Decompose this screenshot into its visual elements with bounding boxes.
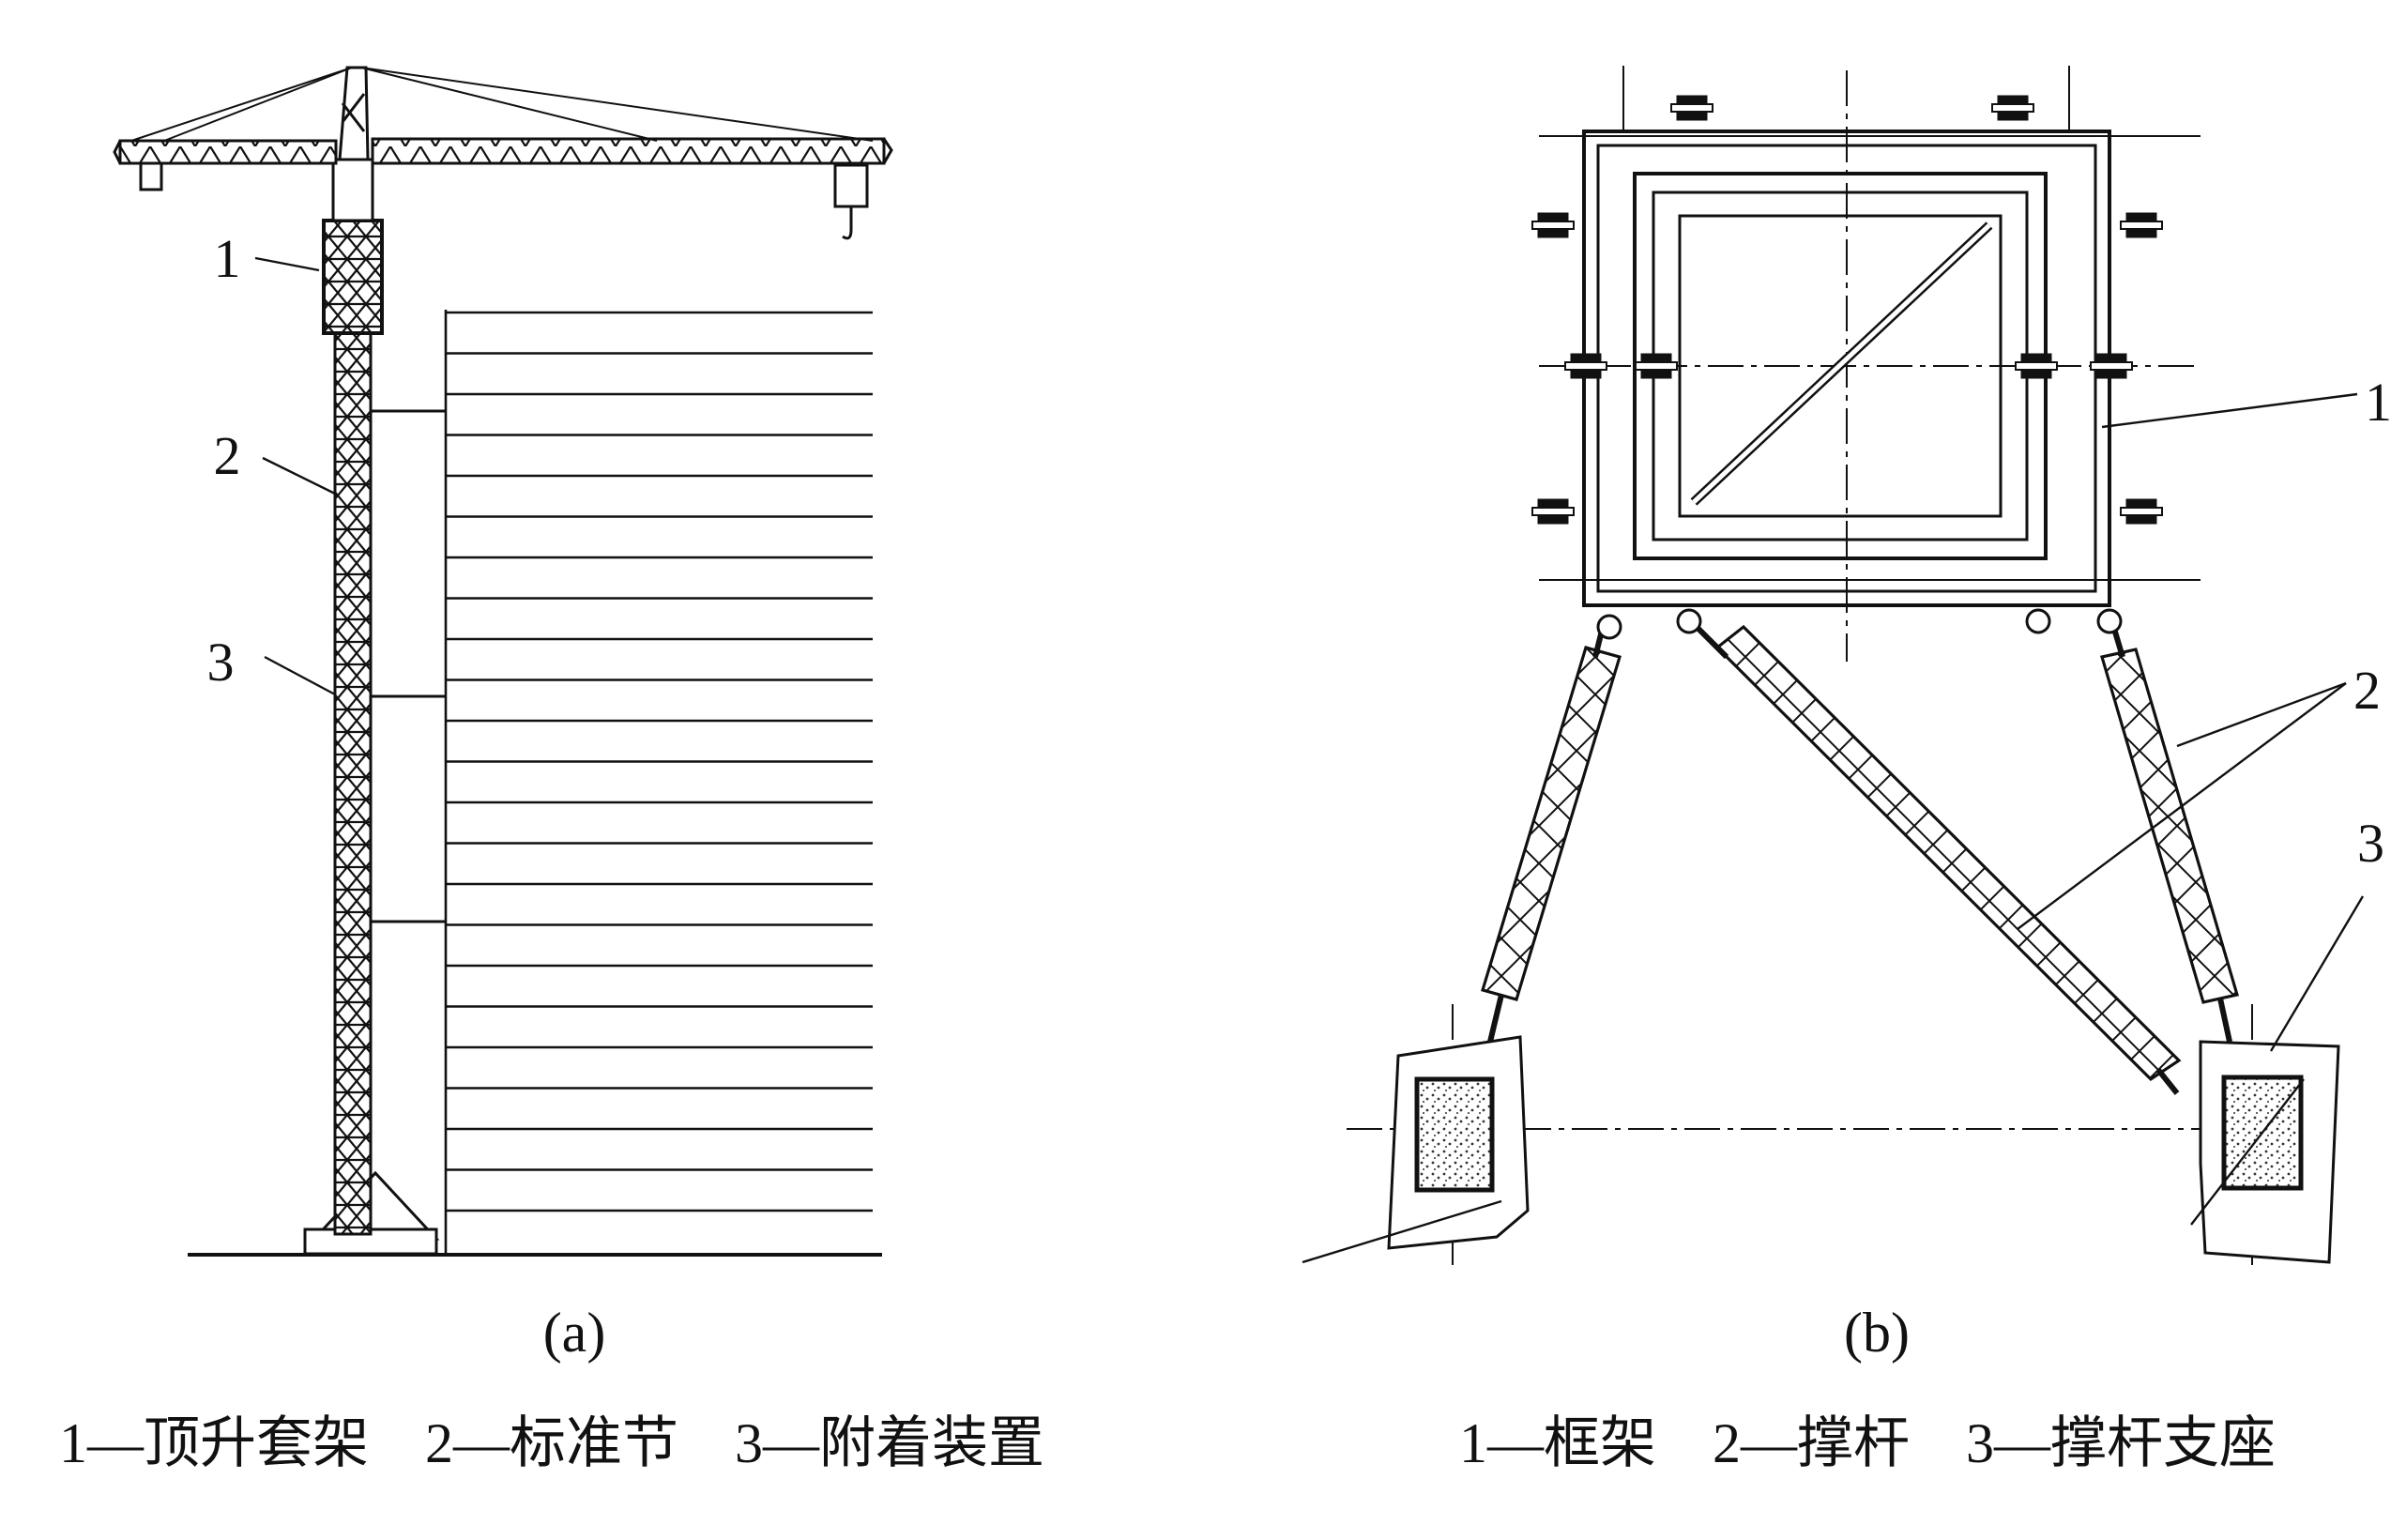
panel-label-a: (a) xyxy=(543,1302,606,1364)
slewing-section xyxy=(331,158,374,222)
brace-bar-left xyxy=(1481,618,1622,1043)
tower-apex xyxy=(338,66,370,160)
support-seat-right xyxy=(2190,1040,2340,1264)
callout-3-a: 3 xyxy=(207,632,235,693)
building-floors xyxy=(446,311,873,1212)
hook-trolley xyxy=(833,163,869,208)
jib xyxy=(371,137,886,165)
counterweight xyxy=(139,161,163,191)
legend-b: 1—框架 2—撑杆 3—撑杆支座 xyxy=(1459,1412,2276,1474)
tower-crane-drawing xyxy=(113,66,893,1257)
climbing-frame xyxy=(322,219,384,335)
callout-1-a: 1 xyxy=(214,228,241,289)
callout-3-b: 3 xyxy=(2357,813,2384,874)
callout-2-b: 2 xyxy=(2353,660,2381,721)
counter-jib xyxy=(118,139,338,165)
panel-label-b: (b) xyxy=(1844,1302,1910,1364)
legend-a: 1—顶升套架 2—标准节 3—附着装置 xyxy=(59,1412,1044,1474)
callout-1-b: 1 xyxy=(2365,372,2391,433)
tower-mast xyxy=(333,308,373,1236)
tie-in-frame-drawing xyxy=(1302,66,2365,1267)
support-seat-left xyxy=(1302,1035,1530,1264)
bolts xyxy=(1531,95,2163,525)
brace-bar-right xyxy=(2100,618,2239,1043)
callout-2-a: 2 xyxy=(214,425,241,486)
hook-icon xyxy=(842,206,853,240)
brace-bar-middle xyxy=(1686,617,2182,1095)
